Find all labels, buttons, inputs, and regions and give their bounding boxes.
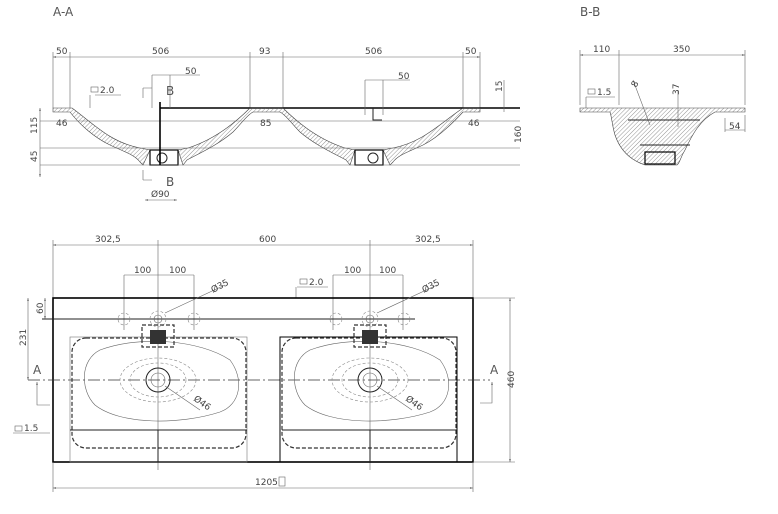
dim-depth: 460 xyxy=(507,371,517,388)
plan-view: 302,5 600 302,5 100 100 100 100 2.0 xyxy=(13,235,517,492)
dim-hole-spacing-1: 100 xyxy=(134,266,151,276)
dim-depth-small: 37 xyxy=(672,84,682,95)
aa-top-dimensions: 50 506 93 506 50 xyxy=(52,47,481,108)
dim-rim-right: 46 xyxy=(468,119,480,129)
section-aa: A-A 50 506 93 506 50 115 45 xyxy=(30,5,524,201)
dim-width: 1205 xyxy=(255,478,278,488)
section-aa-title: A-A xyxy=(53,5,74,19)
dim-tap-offset-right: 50 xyxy=(398,72,410,82)
dim-tap-hole-right: Ø35 xyxy=(420,277,442,295)
dim-axis-from-back: 231 xyxy=(19,329,29,346)
flatness-symbol-icon xyxy=(299,278,308,285)
dim-hole-spacing-3: 100 xyxy=(344,266,361,276)
dim-hole-spacing-2: 100 xyxy=(169,266,186,276)
dim-drain-right: Ø46 xyxy=(403,393,425,413)
section-marker-b-bottom: B xyxy=(166,175,174,189)
dim-bowl-right: 506 xyxy=(365,47,382,57)
dim-wall-thickness-bb: 1.5 xyxy=(597,88,611,98)
dim-front-rim: 54 xyxy=(729,122,741,132)
section-bb: B-B 110 350 1.5 37 8 54 xyxy=(579,5,746,166)
dim-tap-hole-left: Ø35 xyxy=(209,277,231,295)
dim-top-thickness: 15 xyxy=(495,81,505,92)
section-marker-b-top: B xyxy=(166,84,174,98)
dim-depth-lower: 45 xyxy=(30,151,40,162)
dim-middle-rim: 85 xyxy=(260,119,271,129)
dim-total-height: 160 xyxy=(514,126,524,143)
dim-right-offset: 302,5 xyxy=(415,235,441,245)
dim-wall-thickness: 2.0 xyxy=(100,86,115,96)
basin-left xyxy=(69,310,248,463)
dim-flange-left: 50 xyxy=(56,47,68,57)
dim-radius: 8 xyxy=(630,79,642,89)
dim-depth: 350 xyxy=(673,45,690,55)
section-bb-title: B-B xyxy=(580,5,600,19)
dim-left-offset: 302,5 xyxy=(95,235,121,245)
dim-center-distance: 600 xyxy=(259,235,276,245)
dim-bowl-left: 506 xyxy=(152,47,169,57)
dim-flatness-side: 1.5 xyxy=(24,424,38,434)
flatness-symbol-icon xyxy=(90,86,99,93)
dim-depth-upper: 115 xyxy=(30,117,40,134)
basin-right xyxy=(279,310,458,463)
dim-hole-from-back: 60 xyxy=(36,302,46,314)
dim-back: 110 xyxy=(593,45,610,55)
section-marker-a-right: A xyxy=(490,363,499,377)
flatness-symbol-icon xyxy=(14,425,23,432)
dim-flatness-top: 2.0 xyxy=(309,278,324,288)
aa-basin-profile xyxy=(40,102,520,166)
dim-rim-left: 46 xyxy=(56,119,68,129)
dim-drain-left: Ø46 xyxy=(191,393,213,413)
flatness-symbol-icon xyxy=(587,88,596,95)
dim-middle: 93 xyxy=(259,47,270,57)
dim-tap-offset-left: 50 xyxy=(185,67,197,77)
dim-flange-right: 50 xyxy=(465,47,477,57)
tolerance-box-icon xyxy=(278,476,286,487)
dim-hole-spacing-4: 100 xyxy=(379,266,396,276)
dim-drain-diameter: Ø90 xyxy=(151,189,170,200)
section-marker-a-left: A xyxy=(33,363,42,377)
